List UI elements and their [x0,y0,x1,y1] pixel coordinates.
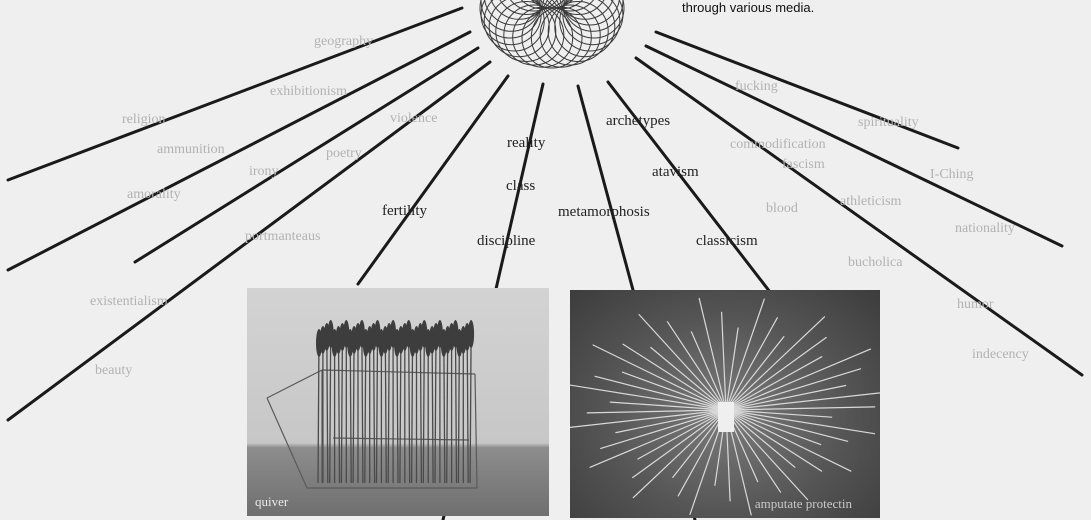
term-class: class [506,179,535,194]
term-metamorphosis: metamorphosis [558,205,650,220]
term-beauty: beauty [95,364,132,378]
arrow-burst-core [718,402,734,432]
term-fertility: fertility [382,204,427,219]
term-geography: geography [314,35,373,49]
term-spirituality: spirituality [858,116,919,130]
term-athleticism: athleticism [840,195,901,209]
term-exhibitionism: exhibitionism [270,85,347,99]
term-i-ching: I-Ching [930,168,974,182]
term-religion: religion [122,113,166,127]
ray-line [656,32,958,148]
ray-line [8,32,470,270]
term-violence: violence [390,112,437,126]
term-atavism: atavism [652,165,699,180]
term-humor: humor [957,298,994,312]
caption-text: through various media. [682,0,814,15]
term-archetypes: archetypes [606,114,670,129]
photo-quiver-installation: quiver [247,288,549,516]
term-reality: reality [507,136,545,151]
photo-label-amputate-protectin: amputate protectin [755,496,852,512]
quiver-sculpture-graphic [247,288,549,516]
term-poetry: poetry [326,147,362,161]
term-bucholica: bucholica [848,256,902,270]
term-classicism: classicism [696,234,758,249]
term-fucking: fucking [735,80,778,94]
term-commodification: commodification [730,138,826,152]
arrow-burst-graphic [570,290,880,518]
term-indecency: indecency [972,348,1029,362]
term-portmanteaus: portmanteaus [245,230,320,244]
term-amorality: amorality [127,188,181,202]
term-fascism: fascism [782,158,825,172]
ray-line [646,46,1062,246]
term-irony: irony [249,165,279,179]
term-ammunition: ammunition [157,143,225,157]
photo-arrow-burst-sculpture: amputate protectin [570,290,880,518]
term-nationality: nationality [955,222,1015,236]
term-blood: blood [766,202,798,216]
photo-label-quiver: quiver [255,494,288,510]
term-discipline: discipline [477,234,535,249]
rosette-circle-pattern [480,0,624,68]
term-existentialism: existentialism [90,295,168,309]
